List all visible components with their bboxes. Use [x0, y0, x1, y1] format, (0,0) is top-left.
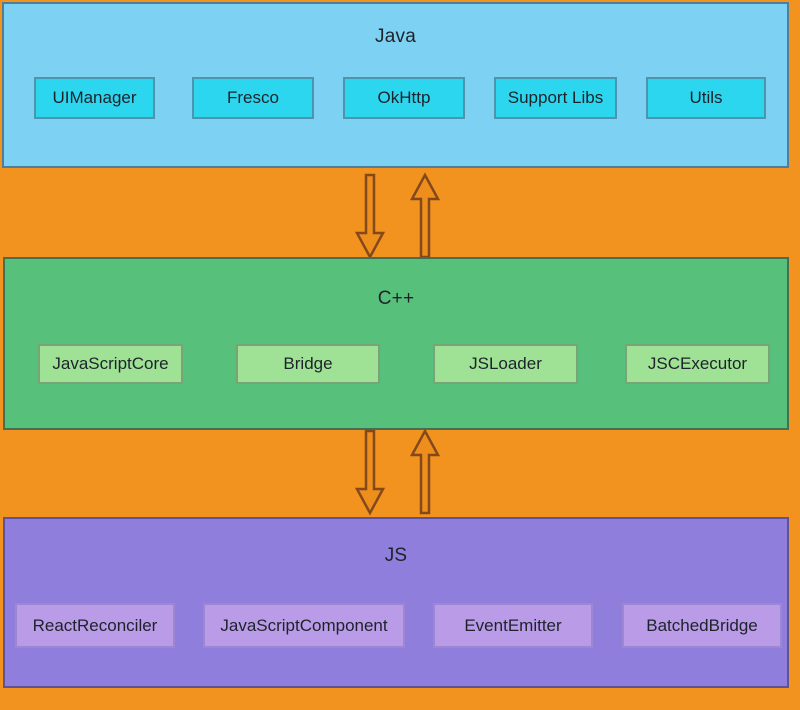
layer-js-label: JS	[384, 545, 408, 566]
box-jscexecutor: JSCExecutor	[625, 344, 770, 384]
box-eventemitter: EventEmitter	[433, 603, 593, 648]
java-cpp-arrows	[354, 172, 441, 260]
box-batchedbridge: BatchedBridge	[622, 603, 782, 648]
up-arrow-icon	[409, 172, 441, 259]
box-reactreconciler: ReactReconciler	[15, 603, 175, 648]
up-arrow-icon	[409, 428, 441, 515]
cpp-js-arrows	[354, 428, 441, 516]
box-jsloader: JSLoader	[433, 344, 578, 384]
box-uimanager: UIManager	[34, 77, 155, 119]
box-fresco: Fresco	[192, 77, 314, 119]
box-javascriptcomponent: JavaScriptComponent	[203, 603, 405, 648]
layer-cpp-label: C++	[377, 288, 415, 309]
down-arrow-icon	[354, 173, 386, 260]
box-support-libs: Support Libs	[494, 77, 617, 119]
down-arrow-icon	[354, 429, 386, 516]
box-utils: Utils	[646, 77, 766, 119]
box-bridge: Bridge	[236, 344, 380, 384]
layer-java: Java UIManager Fresco OkHttp Support Lib…	[2, 2, 789, 168]
layer-cpp: C++ JavaScriptCore Bridge JSLoader JSCEx…	[3, 257, 789, 430]
box-javascriptcore: JavaScriptCore	[38, 344, 183, 384]
box-okhttp: OkHttp	[343, 77, 465, 119]
layer-java-label: Java	[375, 26, 416, 47]
layer-js: JS ReactReconciler JavaScriptComponent E…	[3, 517, 789, 688]
